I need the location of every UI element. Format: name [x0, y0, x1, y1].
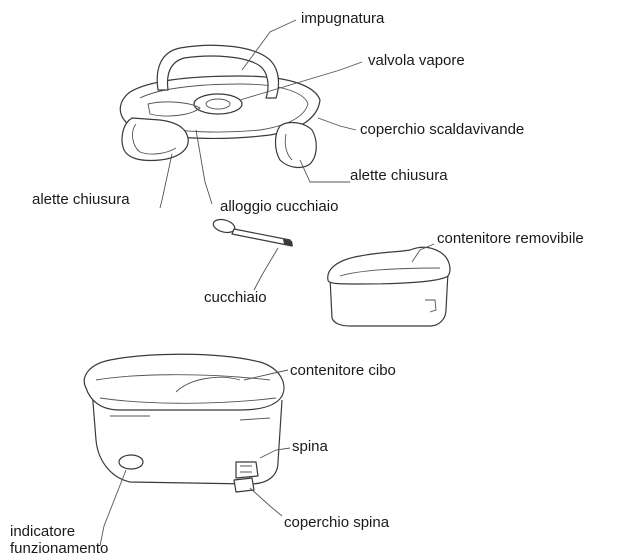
label-spina: spina	[292, 438, 329, 455]
label-alloggio-cucchiaio: alloggio cucchiaio	[220, 198, 338, 215]
steam-valve	[194, 94, 242, 114]
food-container	[84, 354, 284, 492]
label-cucchiaio: cucchiaio	[204, 289, 267, 306]
spoon	[212, 217, 293, 246]
lid-assembly	[120, 45, 320, 167]
label-alette-chiusura-left: alette chiusura	[32, 191, 130, 208]
label-coperchio-scaldavivande: coperchio scaldavivande	[360, 121, 524, 138]
label-indicatore: indicatore	[10, 523, 75, 540]
label-coperchio-spina: coperchio spina	[284, 514, 390, 531]
power-indicator	[119, 455, 143, 469]
label-valvola-vapore: valvola vapore	[368, 52, 465, 69]
label-funzionamento: funzionamento	[10, 540, 108, 557]
latch-right	[276, 123, 317, 168]
plug-cover	[234, 478, 254, 492]
label-contenitore-removibile: contenitore removibile	[437, 230, 584, 247]
label-contenitore-cibo: contenitore cibo	[290, 362, 396, 379]
removable-container	[328, 247, 450, 326]
label-impugnatura: impugnatura	[301, 10, 385, 27]
plug	[236, 462, 258, 478]
label-alette-chiusura-right: alette chiusura	[350, 167, 448, 184]
